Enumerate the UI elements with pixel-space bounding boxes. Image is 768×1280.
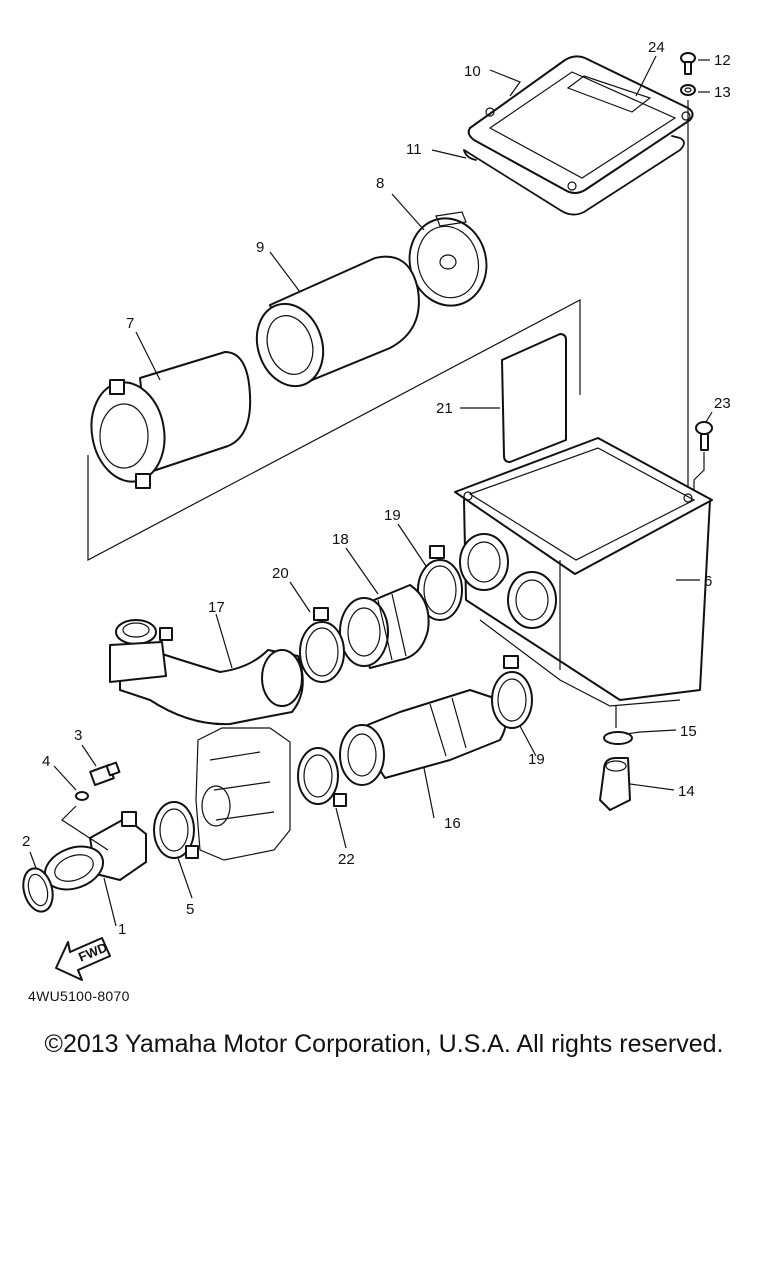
part-15-clip: [603, 731, 641, 745]
part-23-bolt: [693, 421, 713, 490]
callout-numbers: 1 2 3 4 5 6 7 8 9 10 11 12 13 14 15 16 1…: [22, 39, 731, 938]
callout-9: 9: [256, 239, 264, 256]
part-11-cover-gasket: [463, 135, 685, 216]
part-19-clamp-lower: [491, 655, 533, 729]
callout-18: 18: [332, 531, 349, 548]
part-18-joint: [339, 584, 430, 669]
callout-1: 1: [118, 921, 126, 938]
callout-22: 22: [338, 851, 355, 868]
air-intake-exploded-diagram: FWD 1 2 3 4 5 6 7 8: [22, 39, 731, 981]
part-22-clamp: [297, 747, 347, 807]
callout-4: 4: [42, 753, 50, 770]
callout-13: 13: [714, 84, 731, 101]
part-7-filter-guide: [90, 351, 252, 489]
fwd-arrow: FWD: [55, 937, 111, 981]
part-17-intake-duct: [109, 619, 304, 726]
callout-8: 8: [376, 175, 384, 192]
callout-11: 11: [406, 141, 422, 158]
callout-21: 21: [436, 400, 453, 417]
callout-10: 10: [464, 63, 481, 80]
callout-20: 20: [272, 565, 289, 582]
engine-block: [195, 727, 291, 861]
part-21-label-plate: [501, 333, 567, 463]
callout-7: 7: [126, 315, 134, 332]
part-19-clamp-upper: [417, 545, 463, 621]
callout-19-upper: 19: [384, 507, 401, 524]
part-14-drain-boot: [599, 757, 631, 811]
part-3-screw: [89, 761, 121, 786]
callout-16: 16: [444, 815, 461, 832]
part-6-air-box: [454, 437, 713, 707]
part-9-filter-element: [255, 255, 420, 388]
part-13-washer: [680, 84, 696, 96]
callout-24: 24: [648, 39, 665, 56]
part-8-filter-cap: [408, 211, 488, 307]
callout-3: 3: [74, 727, 82, 744]
callout-12: 12: [714, 52, 731, 69]
part-10-airbox-cover: [467, 55, 694, 194]
copyright-notice: ©2013 Yamaha Motor Corporation, U.S.A. A…: [44, 1030, 724, 1058]
part-5-clamp: [153, 801, 199, 859]
drawing-code: 4WU5100-8070: [28, 988, 130, 1004]
part-16-duct: [339, 689, 507, 786]
part-12-screw: [680, 52, 696, 75]
part-2-o-ring: [22, 867, 54, 913]
part-20-clamp: [299, 607, 345, 683]
callout-19-lower: 19: [528, 751, 545, 768]
callout-6: 6: [704, 573, 712, 590]
callout-leaders: [29, 55, 713, 927]
callout-17: 17: [208, 599, 225, 616]
callout-14: 14: [678, 783, 695, 800]
callout-15: 15: [680, 723, 697, 740]
part-1-carburetor-joint: [43, 811, 147, 891]
part-4-washer: [75, 791, 89, 801]
callout-2: 2: [22, 833, 30, 850]
callout-23: 23: [714, 395, 731, 412]
callout-5: 5: [186, 901, 194, 918]
